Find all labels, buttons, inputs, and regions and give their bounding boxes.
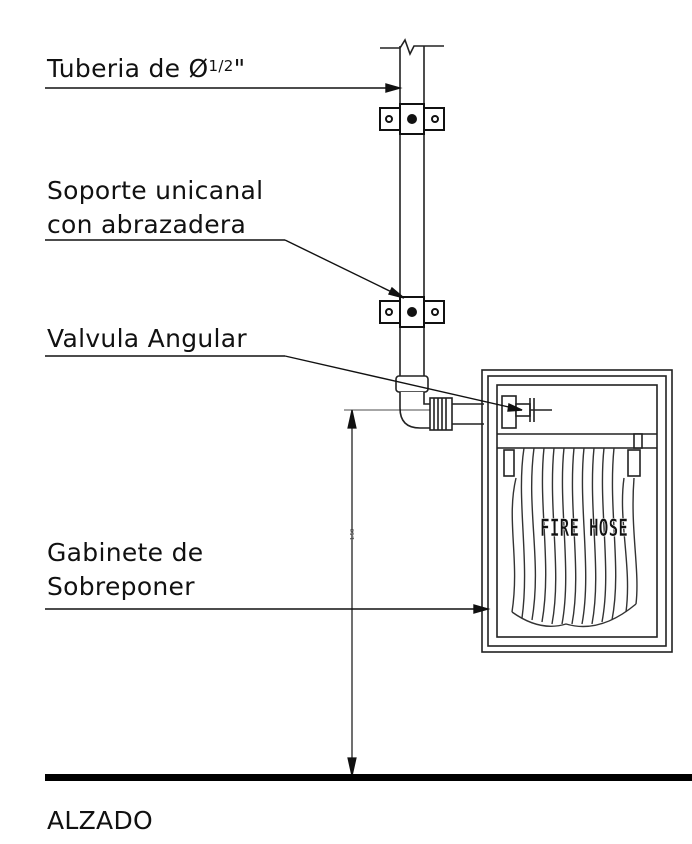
pipe-label-fraction: 1/2: [208, 57, 234, 75]
pipe-label-suffix: ": [233, 54, 246, 83]
height-dimension: [344, 409, 430, 777]
pipe-clamp-lower: [379, 296, 445, 328]
pipe-clamp-upper: [379, 103, 445, 135]
pipe-label: Tuberia de Ø1/2": [47, 54, 245, 84]
valve-label: Valvula Angular: [47, 324, 247, 353]
fire-hose-text: FIRE HOSE: [540, 514, 628, 542]
cabinet-label-line1: Gabinete de: [47, 538, 204, 567]
view-title: ALZADO: [47, 806, 153, 835]
leader-lines: [45, 83, 523, 614]
pipe-label-prefix: Tuberia de Ø: [47, 54, 209, 83]
fire-hose-cabinet: [481, 369, 673, 653]
support-label-line1: Soporte unicanal: [47, 176, 264, 205]
cabinet-label-line2: Sobreponer: [47, 572, 195, 601]
height-dimension-text: 1.50: [350, 529, 356, 540]
floor-line: [45, 774, 692, 781]
support-label-line2: con abrazadera: [47, 210, 247, 239]
